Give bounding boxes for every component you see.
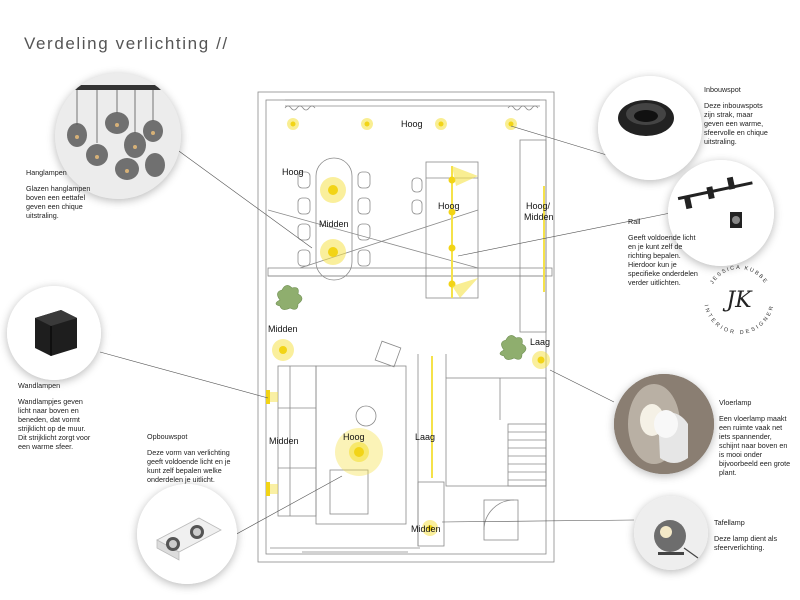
vloerlamp-photo [614, 374, 714, 474]
leader-vloerlamp [549, 369, 615, 403]
entry-door [483, 499, 519, 541]
plan-label-hoog-midden-2: Midden [524, 212, 554, 222]
inbouwspot-photo [598, 76, 702, 180]
plan-label-hoog-right: Hoog [438, 201, 460, 211]
stairs [507, 423, 547, 487]
plan-label-midden-plant: Midden [268, 324, 298, 334]
plan-label-hoog-left: Hoog [282, 167, 304, 177]
vloerlamp-title: Vloerlamp [719, 398, 752, 407]
vloerlamp-label: Vloerlamp Een vloerlamp maakt een ruimte… [719, 398, 791, 477]
dining-table [315, 157, 353, 281]
leader-inbouwspot [510, 125, 611, 157]
leader-opbouwspot [221, 475, 343, 543]
opbouwspot-label: Opbouwspot Deze vorm van verlichting gee… [147, 432, 235, 484]
svg-text:JESSICA KUBBE: JESSICA KUBBE [709, 265, 768, 286]
plan-label-hoog-top: Hoog [401, 119, 423, 129]
vloerlamp-desc: Een vloerlamp maakt een ruimte vaak net … [719, 414, 791, 477]
plan-label-laag-hall: Laag [415, 432, 436, 442]
leader-rail [457, 209, 686, 257]
tafellamp-title: Tafellamp [714, 518, 745, 527]
wandlampen-label: Wandlampen Wandlampjes geven licht naar … [18, 381, 96, 451]
closet [417, 481, 445, 547]
plan-label-hoog-midden-1: Hoog/ [526, 201, 551, 211]
rail-desc: Geeft voldoende licht en je kunt zelf de… [628, 233, 698, 287]
leader-tafellamp [441, 519, 635, 523]
hanglampen-desc: Glazen hanglampen boven een eettafel gev… [26, 184, 91, 220]
wandlampen-photo [7, 286, 101, 380]
plant-right [499, 335, 527, 360]
logo-initials: JK [722, 288, 753, 313]
wandlampen-title: Wandlampen [18, 381, 61, 390]
wandlampen-desc: Wandlampjes geven licht naar boven en be… [18, 397, 91, 451]
designer-logo: JESSICA KUBBE INTERIOR DESIGNER JK [703, 265, 774, 336]
divider-wall [267, 267, 553, 277]
opbouwspot-photo [137, 484, 237, 584]
kitchen-counter [519, 139, 547, 333]
plan-label-hoog-living: Hoog [343, 432, 365, 442]
page-title: Verdeling verlichting // [24, 34, 229, 53]
tafellamp-photo [634, 496, 708, 570]
rug [315, 365, 407, 525]
hanglampen-title: Hanglampen [26, 168, 67, 177]
rail-photo [668, 160, 774, 266]
curtain-left [284, 105, 316, 111]
logo-arc-top: JESSICA KUBBE [709, 265, 767, 286]
hanglampen-photo [55, 73, 181, 199]
plan-label-laag-plant: Laag [530, 337, 551, 347]
plant-left [275, 285, 303, 310]
dining-chairs [297, 171, 423, 267]
tafellamp-desc: Deze lamp dient als sfeerverlichting. [714, 534, 778, 552]
hanglampen-label: Hanglampen Glazen hanglampen boven een e… [26, 168, 104, 220]
tafellamp-label: Tafellamp Deze lamp dient als sfeerverli… [714, 518, 784, 552]
inbouwspot-label: Inbouwspot Deze inbouwspots zijn strak, … [704, 85, 774, 146]
opbouwspot-title: Opbouwspot [147, 432, 188, 441]
opbouwspot-desc: Deze vorm van verlichting geeft voldoend… [147, 448, 231, 484]
plan-label-midden-entry: Midden [411, 524, 441, 534]
inbouwspot-desc: Deze inbouwspots zijn strak, maar geven … [704, 101, 768, 146]
plan-label-midden-sofa: Midden [269, 436, 299, 446]
light-effects [266, 118, 550, 536]
inbouwspot-title: Inbouwspot [704, 85, 741, 94]
coffee-table [329, 469, 369, 515]
plan-label-midden-table: Midden [319, 219, 349, 229]
leader-wandlampen [99, 351, 269, 399]
rail-label: Rail Geeft voldoende licht en je kunt ze… [628, 217, 704, 287]
side-table [355, 405, 377, 427]
curtain-right [507, 105, 539, 111]
outer-wall [257, 91, 555, 563]
rail-title: Rail [628, 217, 641, 226]
lounge-chair [374, 340, 402, 368]
